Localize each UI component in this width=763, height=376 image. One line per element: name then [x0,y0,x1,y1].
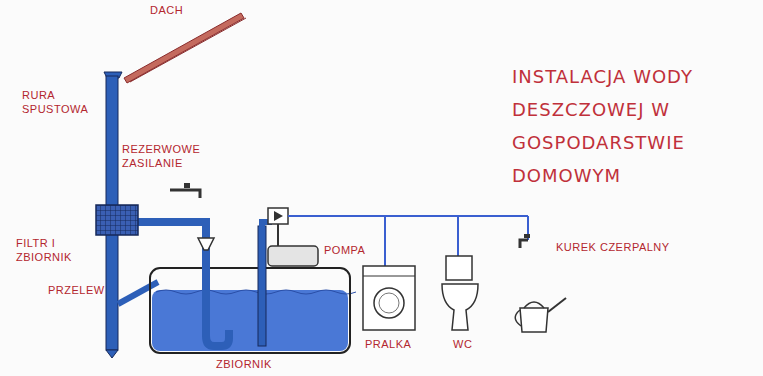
reserve-supply-label: REZERWOWE ZASILANIE [122,142,198,170]
watering-can [515,298,566,332]
pump-label: POMPA [324,243,365,257]
downpipe-label: RURA SPUSTOWA [22,88,84,116]
wc-label: WC [453,337,472,351]
tank [150,268,356,353]
tap [520,234,530,248]
tap-label: KUREK CZERPALNY [556,240,670,254]
reserve-tap [170,183,214,250]
overflow-label: PRZELEW [48,283,105,297]
filter-label: FILTR I ZBIORNIK [16,236,82,264]
washing-machine-label: PRALKA [365,337,411,351]
washing-machine [363,266,415,330]
supply-pipe [288,216,528,266]
roof-label: DACH [150,3,183,17]
pump [258,208,318,346]
roof [104,13,246,83]
title: INSTALACJA WODY DESZCZOWEJ W GOSPODARSTW… [512,60,722,192]
wc [442,256,478,330]
inlet-pipe [138,222,229,346]
tank-label: ZBIORNIK [216,357,272,371]
filter [96,205,138,235]
